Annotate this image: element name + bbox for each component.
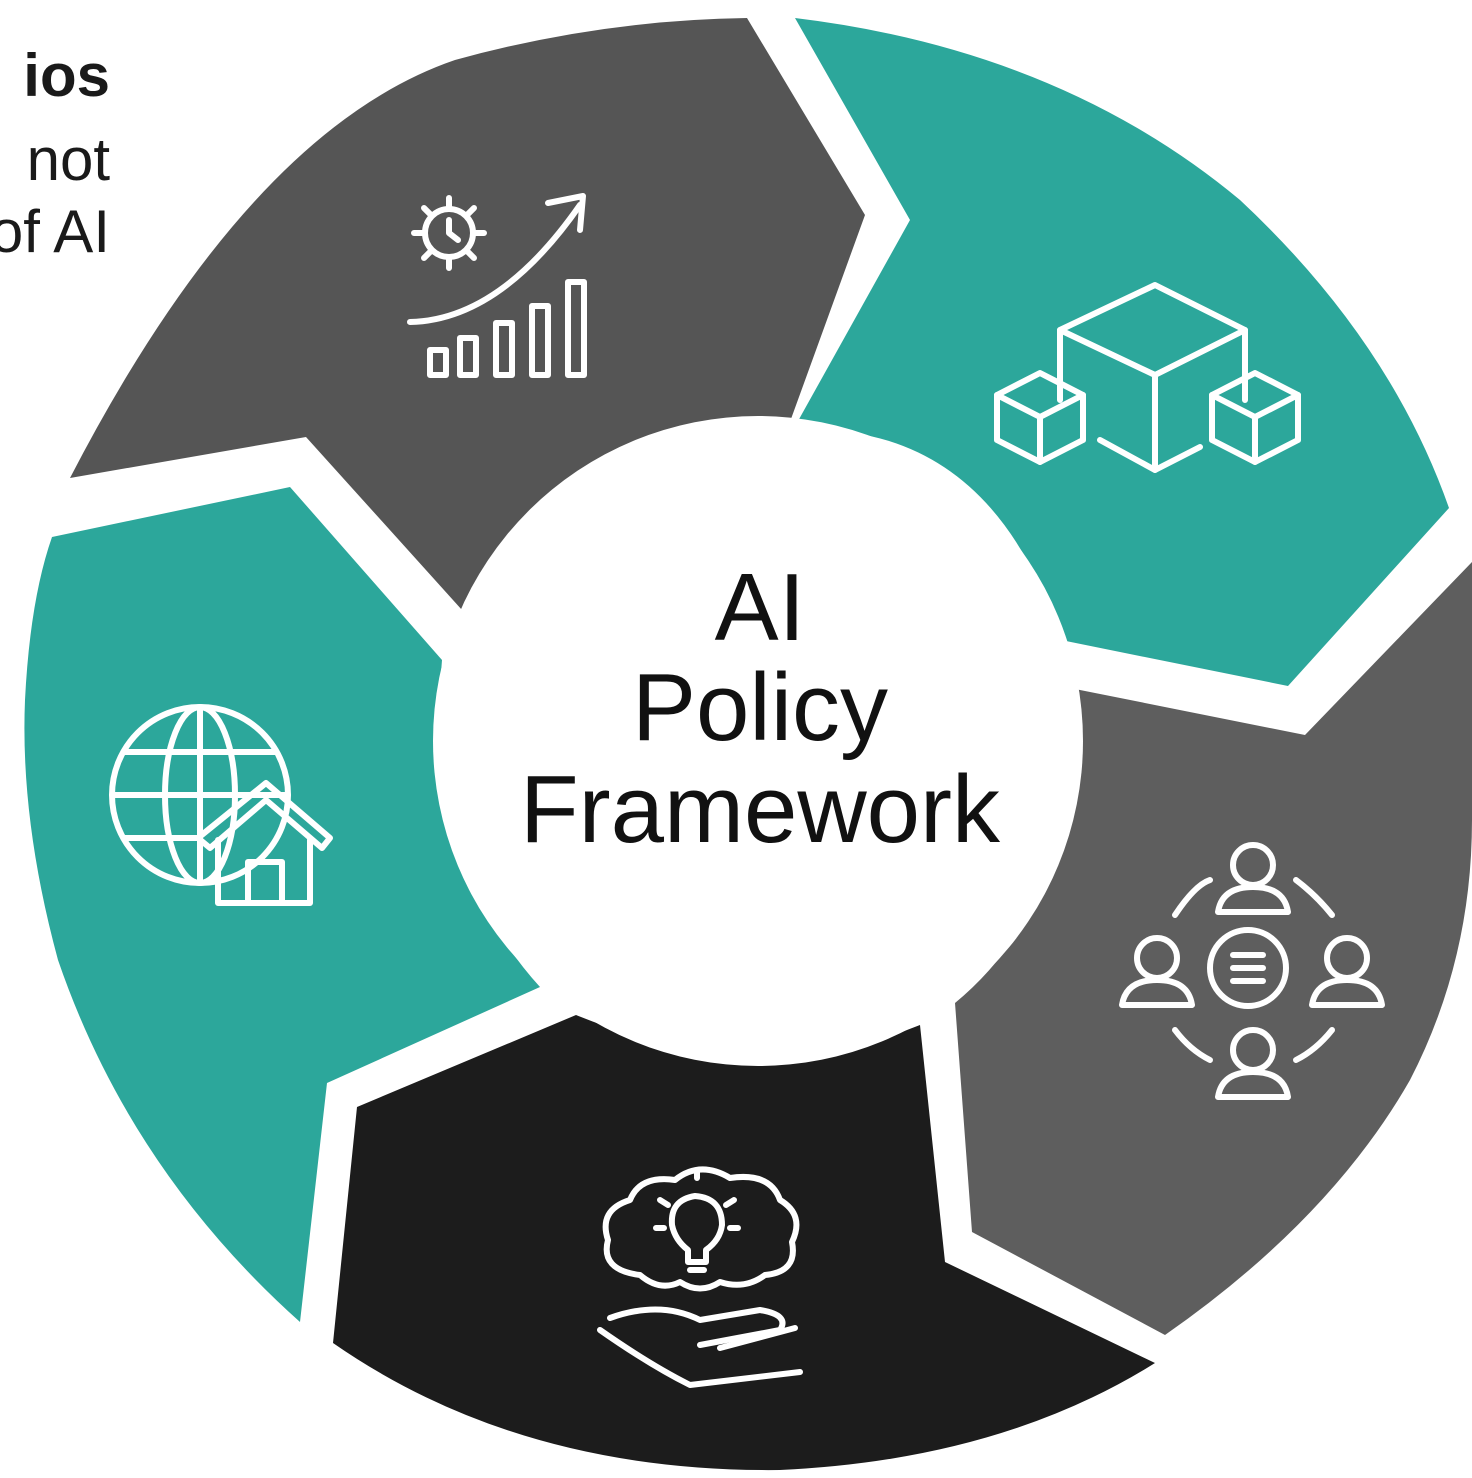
center-title-line-3: Framework	[519, 756, 1001, 863]
idea-hand-icon	[597, 1166, 803, 1388]
center-title-line-2: Policy	[631, 654, 889, 761]
center-circle	[433, 416, 1083, 1066]
cropped-heading-fragment: ios	[23, 42, 110, 109]
gear-growth-chart-icon	[407, 193, 587, 378]
cubes-network-icon	[994, 282, 1301, 473]
center-title-line-1: AI	[714, 554, 806, 661]
segment-bottom	[333, 1015, 1155, 1471]
globe-home-icon	[109, 704, 333, 906]
cropped-body-fragment-2: of AI	[0, 198, 110, 265]
segment-top-right	[793, 18, 1449, 686]
cropped-body-fragment-1: not	[26, 126, 110, 193]
people-discussion-icon	[1119, 842, 1385, 1100]
